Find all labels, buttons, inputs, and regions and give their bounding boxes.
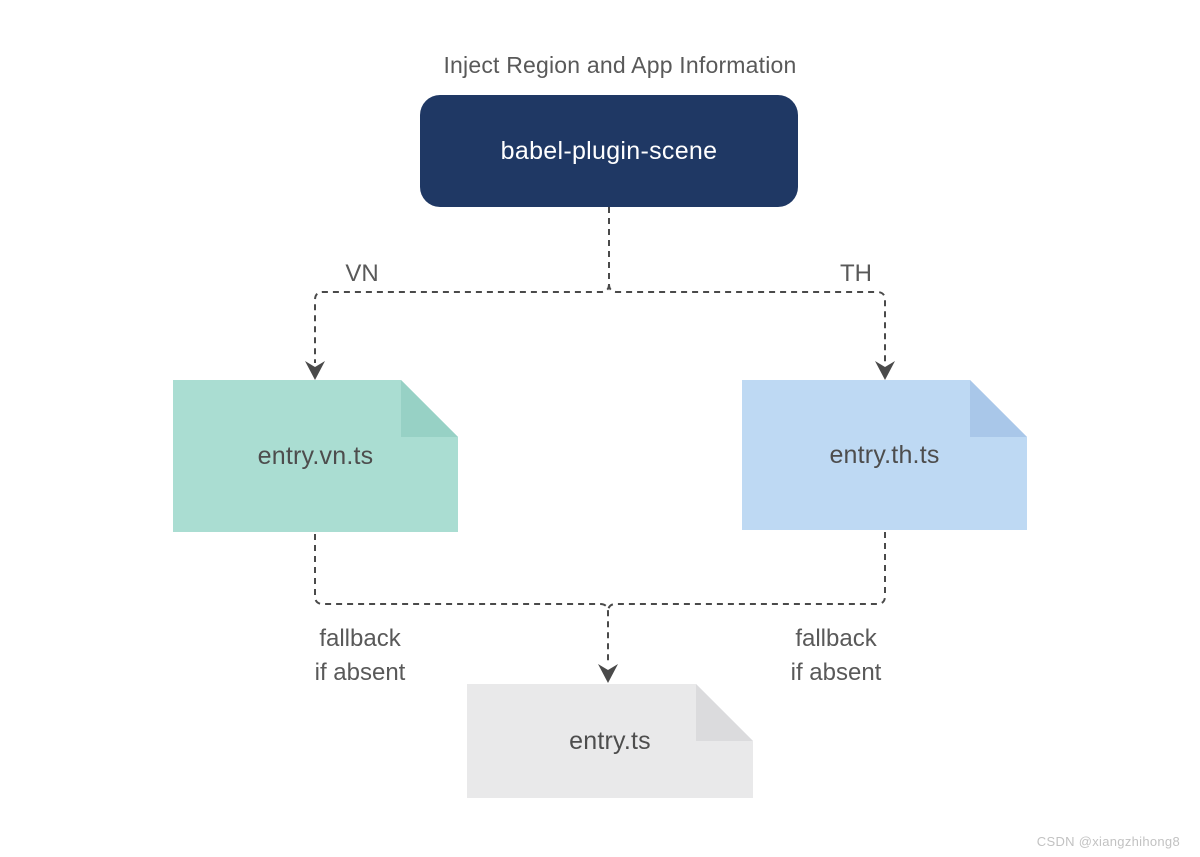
arrowhead-th-icon: [875, 361, 895, 380]
branch-label-th: TH: [840, 260, 872, 287]
file-node-entry-default: entry.ts: [467, 684, 753, 798]
branch-label-vn: VN: [345, 260, 379, 287]
fallback-right-line2: if absent: [790, 659, 882, 686]
file-node-entry-th: entry.th.ts: [742, 380, 1027, 530]
file-shape-vn-icon: [173, 380, 458, 532]
fallback-annotation-right: fallback if absent: [751, 622, 921, 690]
watermark: CSDN @xiangzhihong8: [1036, 834, 1180, 849]
diagram-title: Inject Region and App Information: [443, 52, 797, 78]
fallback-left-line2: if absent: [314, 659, 406, 686]
plugin-node: babel-plugin-scene: [420, 95, 798, 207]
plugin-node-label: babel-plugin-scene: [500, 136, 718, 165]
file-label-entry-vn: entry.vn.ts: [257, 441, 374, 470]
file-shape-default-icon: [467, 684, 753, 798]
file-node-entry-vn: entry.vn.ts: [173, 380, 458, 532]
fallback-left-line1: fallback: [319, 625, 401, 652]
arrowhead-vn-icon: [305, 361, 325, 380]
arrowhead-default-icon: [598, 664, 618, 683]
file-label-entry-th: entry.th.ts: [829, 440, 940, 469]
file-label-entry-default: entry.ts: [569, 726, 651, 755]
file-shape-th-icon: [742, 380, 1027, 530]
fallback-right-line1: fallback: [795, 625, 877, 652]
fallback-annotation-left: fallback if absent: [275, 622, 445, 690]
